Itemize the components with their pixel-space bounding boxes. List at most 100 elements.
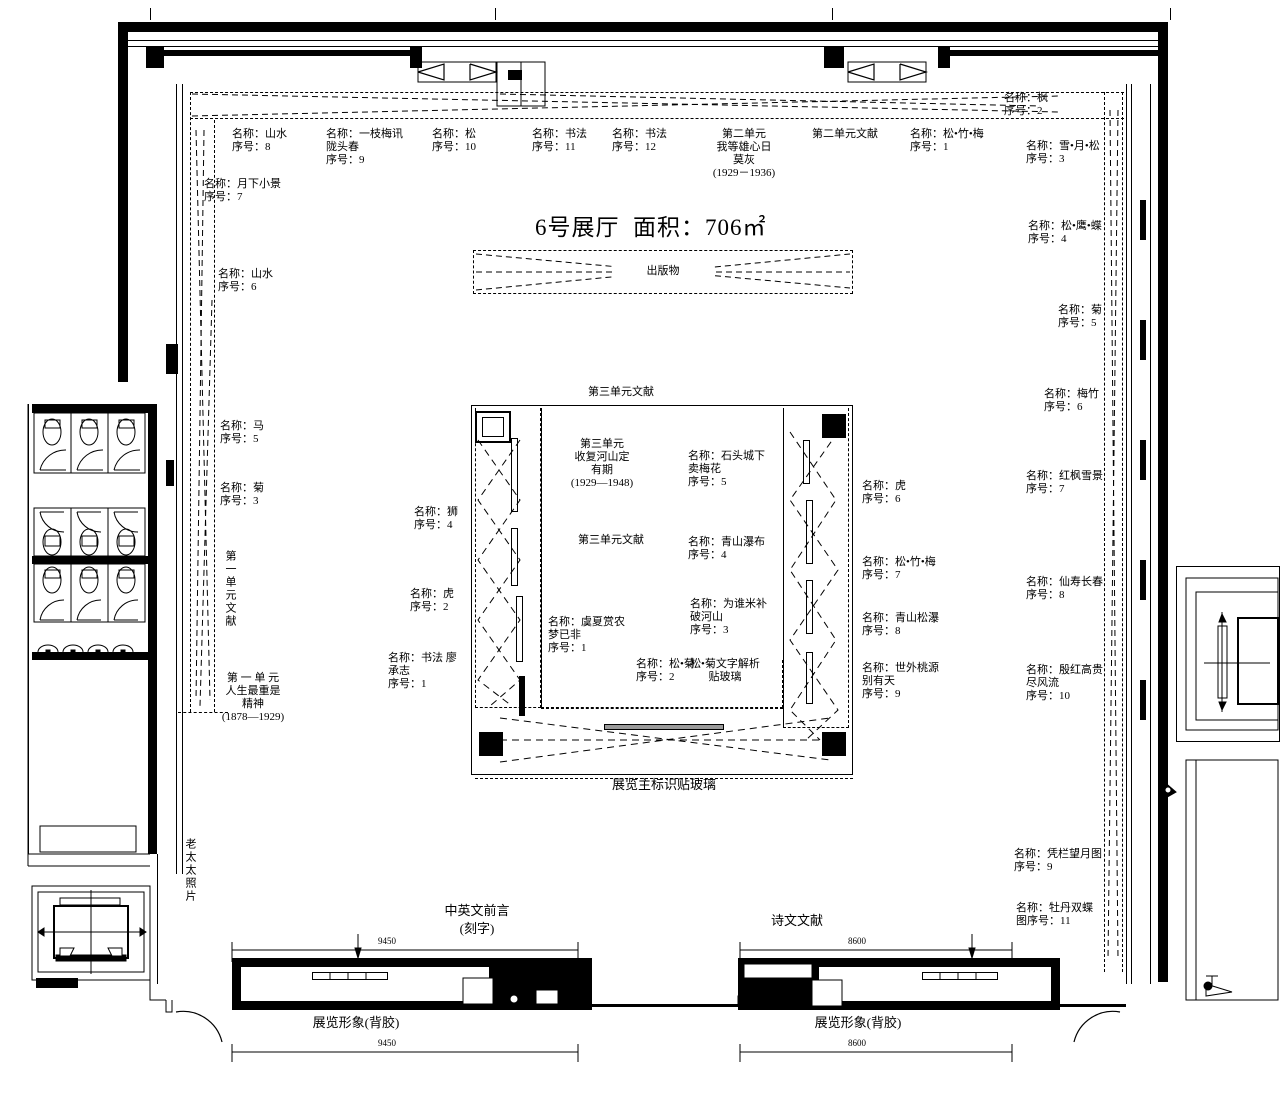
- right-mullion-4: [1140, 560, 1146, 600]
- unit3-docs-top: 第三单元文献: [588, 386, 654, 398]
- island-panel-5: [803, 440, 810, 484]
- beam-top: [164, 50, 410, 56]
- label-cr-3: 名称：为谁米补 破河山 序号：3: [690, 598, 767, 636]
- label-cl-4: 名称：狮 序号：4: [414, 506, 458, 531]
- dim-right-bottom: 8600: [848, 1038, 866, 1048]
- label-cr-4: 名称：青山瀑布 序号：4: [688, 536, 765, 561]
- island-corner-tl-inner: [482, 417, 504, 437]
- tick-top-4: [1170, 8, 1171, 20]
- bottom-left-display-strip: [312, 972, 388, 980]
- beam-top-2: [950, 50, 1158, 56]
- left-wall-low: [157, 854, 158, 984]
- island-divider-left: [541, 408, 542, 708]
- unit1-vertical-docs: 第一单元文献: [224, 550, 236, 628]
- label-tl-6: 名称：山水 序号：6: [218, 268, 273, 293]
- preface-label: 中英文前言 (刻字): [444, 903, 510, 936]
- left-pilaster-1: [166, 344, 178, 374]
- right-mullion-3: [1140, 440, 1146, 480]
- label-r-5: 名称：菊 序号：5: [1058, 304, 1102, 329]
- publication-case-label: 出版物: [613, 265, 713, 278]
- pilaster-top-2: [410, 46, 422, 68]
- island-left-display-zone: [475, 408, 541, 708]
- unit3-title: 第三单元 收复河山定 有期 (1929—1948): [570, 438, 634, 489]
- label-tl-7: 名称：月下小景 序号：7: [204, 178, 281, 203]
- island-center-bench: [604, 724, 724, 730]
- right-zone-line-outer: [1104, 92, 1105, 972]
- island-corner-bl: [479, 732, 503, 756]
- label-ir-8: 名称：青山松瀑 序号：8: [862, 612, 939, 637]
- label-ir-6: 名称：虎 序号：6: [862, 480, 906, 505]
- label-cl-2: 名称：虎 序号：2: [410, 588, 454, 613]
- toilet-mid-wall-1: [32, 556, 150, 564]
- island-bottom-dash: [541, 708, 783, 709]
- label-r-4: 名称：松•鹰•蝶 序号：4: [1028, 220, 1102, 245]
- right-zone-line-inner: [1122, 92, 1123, 972]
- label-tl-10: 名称：松 序号：10: [432, 128, 476, 153]
- label-tl-9: 名称：一枝梅讯 陇头春 序号：9: [326, 128, 403, 166]
- label-ci-1: 名称：虞夏赏农 梦已非 序号：1: [548, 616, 625, 654]
- pilaster-top-3: [824, 46, 844, 68]
- island-panel-1: [511, 438, 518, 512]
- bottom-right-tail: [1060, 1004, 1126, 1007]
- label-ir-9: 名称：世外桃源 别有天 序号：9: [862, 662, 939, 700]
- toilet-block-top-wall: [32, 404, 157, 413]
- tick-top-3: [832, 8, 833, 20]
- top-zone-line-lower: [190, 118, 1124, 119]
- unit2-title: 第二单元 我等雄心日 莫灰 (1929－1936): [712, 128, 776, 179]
- label-ir-7: 名称：松•竹•梅 序号：7: [862, 556, 936, 581]
- hall-inner-line-top: [128, 40, 1158, 41]
- exhibit-image-left-label: 展览形象(背胶): [312, 1015, 400, 1030]
- island-outer-box: [471, 405, 853, 775]
- dim-right-top: 8600: [848, 936, 866, 946]
- glass-text-note-box: [541, 660, 783, 708]
- label-ci-2: 名称：松•菊 序号：2: [636, 658, 695, 683]
- label-r-8: 名称：仙寿长春 序号：8: [1026, 576, 1103, 601]
- island-corner-br: [822, 732, 846, 756]
- left-photo-vertical-label: 老太太照片: [184, 838, 196, 903]
- island-panel-6: [806, 500, 813, 564]
- hall-title: 6号展厅 面积：706㎡: [535, 215, 767, 240]
- label-tr-2: 名称：枫 序号：2: [1004, 92, 1048, 117]
- hall-inner-line-top2: [128, 46, 1158, 47]
- right-mullion-1: [1140, 200, 1146, 240]
- right-glass-line-2: [1131, 84, 1132, 984]
- bottom-right-display-strip: [922, 972, 998, 980]
- label-l-5: 名称：马 序号：5: [220, 420, 264, 445]
- dim-left-top: 9450: [378, 936, 396, 946]
- unit2-docs: 第二单元文献: [812, 128, 878, 140]
- left-pilaster-2: [166, 460, 174, 486]
- island-lower-dash: [475, 778, 853, 779]
- left-zone-bottom: [178, 712, 228, 713]
- label-l-3: 名称：菊 序号：3: [220, 482, 264, 507]
- left-zone-line-outer: [190, 92, 191, 712]
- left-corridor-line-2: [182, 84, 183, 874]
- label-tl-8: 名称：山水 序号：8: [232, 128, 287, 153]
- label-r-11: 名称：牡丹双蝶 图序号：11: [1016, 902, 1093, 927]
- left-corridor-line-1: [176, 84, 177, 874]
- right-mullion-2: [1140, 320, 1146, 360]
- island-right-display-zone: [783, 408, 849, 728]
- label-tr-1: 名称：松•竹•梅 序号：1: [910, 128, 984, 153]
- label-cr-5: 名称：石头城下 卖梅花 序号：5: [688, 450, 765, 488]
- island-panel-3: [516, 596, 523, 662]
- top-zone-line-upper: [190, 92, 1124, 93]
- glass-text-note: 松•菊文字解析 贴玻璃: [690, 658, 760, 683]
- right-room-outline-top: [1176, 566, 1280, 742]
- toilet-block-right-wall: [148, 404, 157, 854]
- right-glass-line-1: [1126, 84, 1127, 984]
- hall-wall-right: [1158, 22, 1168, 982]
- toilet-mid-wall-2: [32, 652, 150, 660]
- label-cl-1: 名称：书法 廖 承志 序号：1: [388, 652, 457, 690]
- exhibit-image-right-label: 展览形象(背胶): [814, 1015, 902, 1030]
- right-mullion-5: [1140, 680, 1146, 720]
- publication-display-case: [473, 250, 853, 294]
- poetry-docs-label: 诗文文献: [770, 913, 823, 928]
- island-panel-2: [511, 528, 518, 586]
- dim-left-bottom: 9450: [378, 1038, 396, 1048]
- unit1-block: 第 一 单 元 人生最重是 精神 (1878—1929): [221, 672, 285, 723]
- label-tl-12: 名称：书法 序号：12: [612, 128, 667, 153]
- label-r-10: 名称：殷红高贵 尽风流 序号：10: [1026, 664, 1103, 702]
- hall-wall-left-upper: [118, 22, 128, 382]
- label-r-7: 名称：红枫雪景 序号：7: [1026, 470, 1103, 495]
